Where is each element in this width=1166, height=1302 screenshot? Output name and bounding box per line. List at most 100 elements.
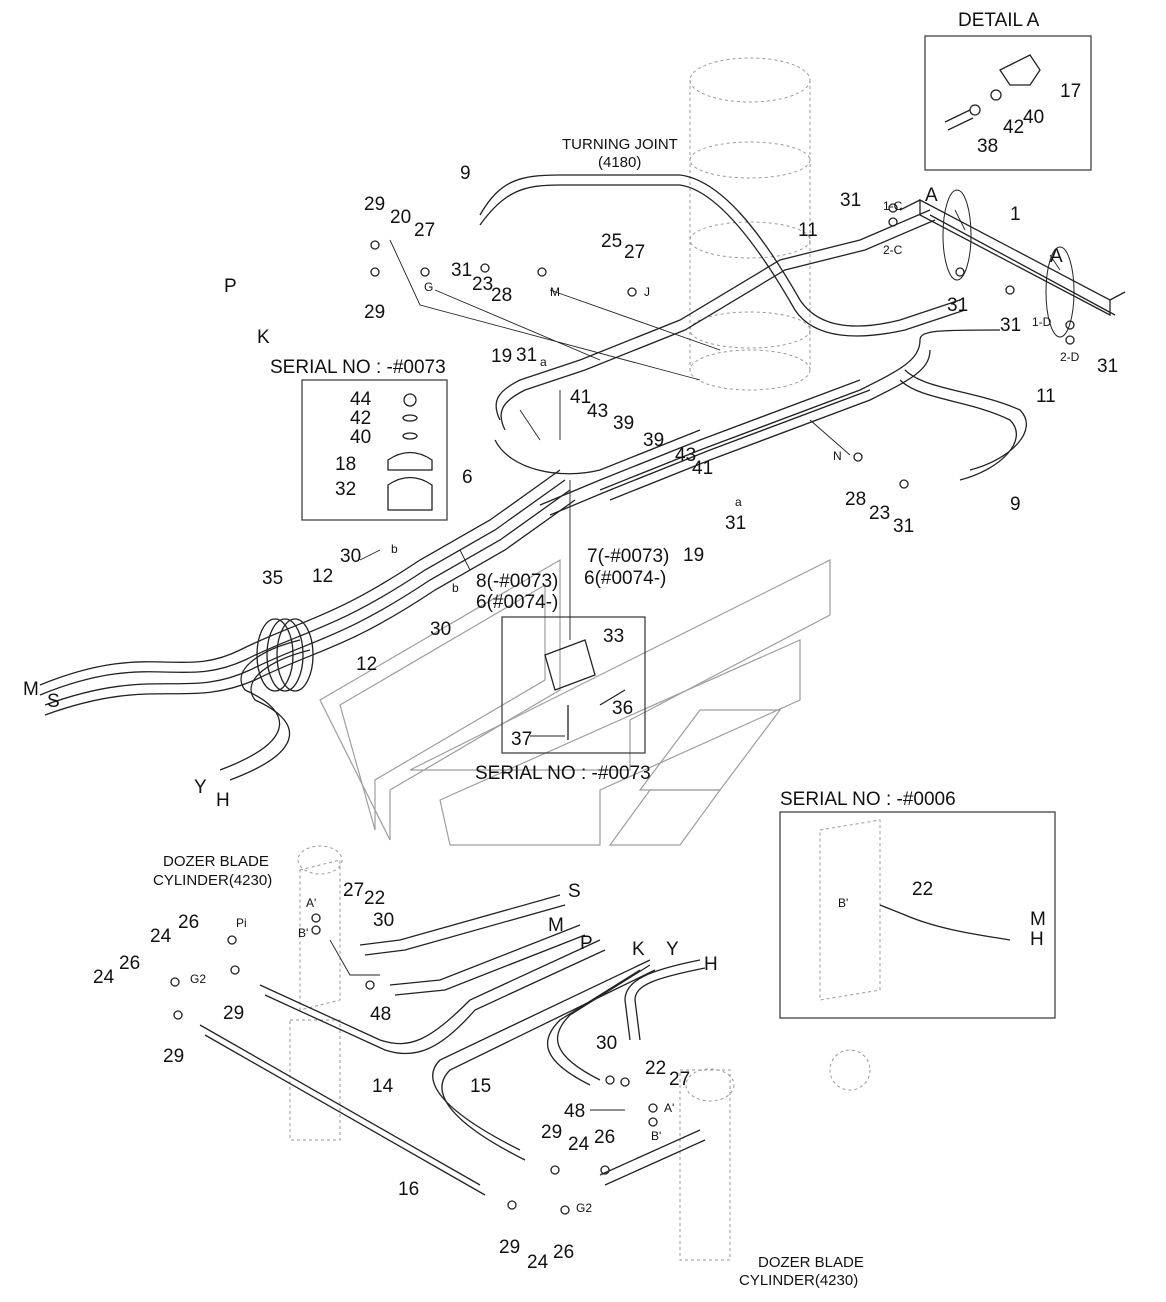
part-30-c: 30 <box>373 910 394 931</box>
part-26-b: 26 <box>119 953 140 974</box>
part-31-g: 31 <box>725 513 746 534</box>
part-41-a: 41 <box>570 387 591 408</box>
callout-a-1-label: A <box>925 185 938 206</box>
part-39-a: 39 <box>613 413 634 434</box>
serial-label-right: SERIAL NO : -#0006 <box>780 789 956 810</box>
port-a-lower: a <box>735 495 742 509</box>
port-b-prime-detail: B' <box>838 896 848 910</box>
part-17: 17 <box>1060 81 1081 102</box>
part-16: 16 <box>398 1179 419 1200</box>
detail-a-box <box>924 35 1092 171</box>
part-24-c: 24 <box>568 1134 590 1155</box>
port-1d: 1-D <box>1032 315 1052 329</box>
clamp-parts <box>387 393 433 511</box>
part-30-a: 30 <box>340 546 361 567</box>
part-41-b: 41 <box>692 458 713 479</box>
part-1: 1 <box>1010 204 1021 225</box>
labels: DETAIL A TURNING JOINT (4180) SERIAL NO … <box>23 10 1080 1289</box>
port-a-upper: a <box>540 355 547 369</box>
part-11-right: 11 <box>1036 386 1056 407</box>
line-letter-h-detail: H <box>1030 929 1044 950</box>
part-29-a: 29 <box>364 194 385 215</box>
part-12-lower: 12 <box>356 654 377 675</box>
part-42-a: 42 <box>1003 117 1024 138</box>
dozer-bottom-label-2: CYLINDER(4230) <box>739 1272 858 1289</box>
detail-a-title: DETAIL A <box>958 10 1040 31</box>
callout-a-1 <box>942 189 972 281</box>
part-12-upper: 12 <box>312 566 333 587</box>
part-48-a: 48 <box>370 1004 391 1025</box>
part-6: 6 <box>462 467 473 488</box>
part-numbers: 1 6 9 9 11 11 12 12 14 15 16 17 18 19 19… <box>93 81 1118 1273</box>
line-letter-h-lower: H <box>704 954 718 975</box>
part-26-a: 26 <box>178 912 199 933</box>
line-letter-m: M <box>23 679 39 700</box>
dozer-cylinder-left <box>289 845 343 1141</box>
serial-label-top: SERIAL NO : -#0073 <box>270 357 446 378</box>
line-letter-p: P <box>224 276 237 297</box>
port-g: G <box>424 280 433 294</box>
port-b-prime-left: B' <box>298 926 308 940</box>
leader-lines <box>329 209 1061 1111</box>
dozer-bottom-label-1: DOZER BLADE <box>758 1254 864 1271</box>
part-26-d: 26 <box>553 1242 574 1263</box>
part-22-left: 22 <box>364 888 385 909</box>
port-g2-left: G2 <box>190 972 206 986</box>
part-9-top: 9 <box>460 163 471 184</box>
part-35: 35 <box>262 568 283 589</box>
line-letter-s: S <box>47 691 60 712</box>
port-1c: 1-C <box>883 199 903 213</box>
port-g2-bottom: G2 <box>576 1201 592 1215</box>
main-hose-bundle <box>39 469 576 781</box>
part-31-h: 31 <box>893 516 914 537</box>
port-2c: 2-C <box>883 243 903 257</box>
part-44: 44 <box>350 389 372 410</box>
port-pi: Pi <box>236 916 247 930</box>
part-7-note: 7(-#0073) <box>587 546 669 567</box>
line-letter-s-lower: S <box>568 881 581 902</box>
part-24-b: 24 <box>93 967 115 988</box>
part-42-b: 42 <box>350 408 371 429</box>
part-36: 36 <box>612 698 633 719</box>
part-30-d: 30 <box>596 1033 617 1054</box>
callout-a-2 <box>1045 246 1075 338</box>
serial-mid-box <box>501 616 646 754</box>
bracket-parts <box>544 639 626 740</box>
line-letter-p-lower: P <box>580 933 593 954</box>
watermark <box>319 558 831 846</box>
port-a-prime-right: A' <box>664 1101 674 1115</box>
line-letter-k-lower: K <box>632 939 645 960</box>
line-letter-k: K <box>257 327 270 348</box>
part-31-a: 31 <box>451 260 472 281</box>
line-letter-m-detail: M <box>1030 909 1046 930</box>
part-15: 15 <box>470 1076 491 1097</box>
part-9-right: 9 <box>1010 494 1021 515</box>
port-b-lower: b <box>452 581 459 595</box>
part-18: 18 <box>335 454 356 475</box>
part-33: 33 <box>603 626 624 647</box>
part-48-b: 48 <box>564 1101 585 1122</box>
line-letter-h: H <box>216 790 230 811</box>
turning-joint-label: TURNING JOINT <box>562 136 678 153</box>
part-29-b: 29 <box>364 302 385 323</box>
part-22-right: 22 <box>645 1058 666 1079</box>
part-29-c: 29 <box>223 1003 244 1024</box>
dozer-left-label-2: CYLINDER(4230) <box>153 872 272 889</box>
port-2d: 2-D <box>1060 350 1080 364</box>
detail-hose <box>879 904 1011 941</box>
manifold-block <box>899 198 1126 317</box>
part-19-upper: 19 <box>491 346 512 367</box>
port-a-prime-left: A' <box>306 896 316 910</box>
part-31-d: 31 <box>947 295 968 316</box>
part-31-b: 31 <box>840 190 861 211</box>
line-letter-m-lower: M <box>548 915 564 936</box>
part-23-top: 23 <box>472 274 493 295</box>
lower-pipes <box>199 894 706 1196</box>
o-rings <box>170 203 1075 1215</box>
part-30-b: 30 <box>430 619 451 640</box>
serial-top-box <box>301 379 448 521</box>
port-n: N <box>833 449 842 463</box>
port-j: J <box>644 285 650 299</box>
part-24-d: 24 <box>527 1252 549 1273</box>
